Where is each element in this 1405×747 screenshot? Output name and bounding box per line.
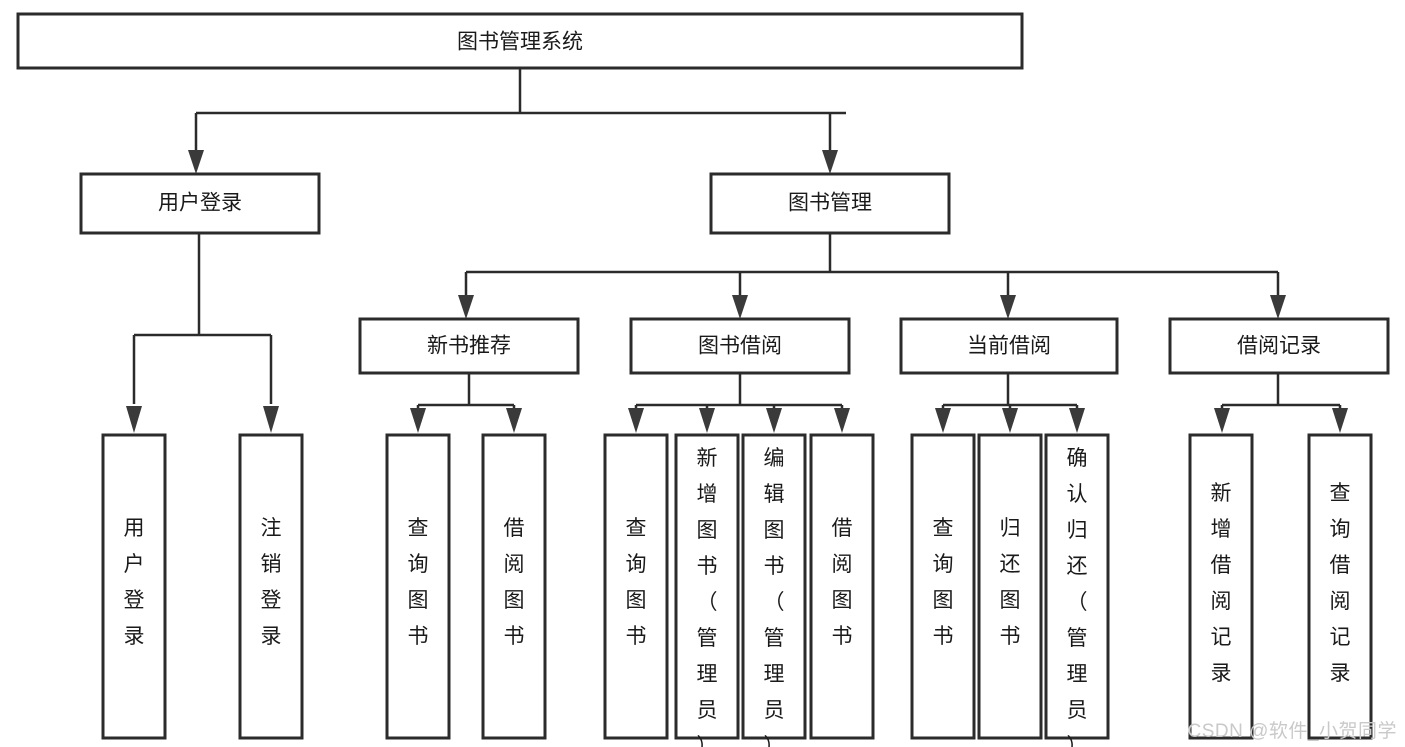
node-root-system[interactable]: 图书管理系统 (16, 12, 1024, 70)
leaf-bookborrow-edit[interactable]: 编辑图书（管理员） (741, 433, 807, 747)
connector-newbook-to-leaves (410, 373, 522, 433)
leaf-newbook-query-label: 查询图书 (408, 517, 429, 648)
node-borrow-record[interactable]: 借阅记录 (1168, 317, 1390, 375)
node-user-login[interactable]: 用户登录 (79, 172, 321, 235)
leaf-bookborrow-query-label: 查询图书 (626, 517, 647, 648)
node-new-book-recommend-label: 新书推荐 (427, 335, 511, 358)
connector-userlogin-to-leaves (126, 233, 279, 433)
node-book-management[interactable]: 图书管理 (709, 172, 951, 235)
leaf-currentborrow-confirm-label: 确认归还（管理员） (1067, 447, 1088, 747)
leaf-currentborrow-return-label: 归还图书 (1000, 517, 1021, 648)
leaf-user-login-signout-label: 注销登录 (261, 517, 282, 648)
node-user-login-label: 用户登录 (158, 192, 242, 215)
leaf-currentborrow-return[interactable]: 归还图书 (977, 433, 1043, 740)
leaf-currentborrow-query[interactable]: 查询图书 (910, 433, 976, 740)
leaf-user-login-signin-label: 用户登录 (124, 517, 145, 648)
node-new-book-recommend[interactable]: 新书推荐 (358, 317, 580, 375)
leaf-user-login-signout[interactable]: 注销登录 (238, 433, 304, 740)
leaf-bookborrow-add-label: 新增图书（管理员） (697, 447, 718, 747)
node-book-management-label: 图书管理 (788, 192, 872, 215)
leaf-bookborrow-borrow[interactable]: 借阅图书 (809, 433, 875, 740)
node-root-label: 图书管理系统 (457, 31, 583, 54)
node-book-borrow-label: 图书借阅 (698, 335, 782, 358)
leaf-borrowrecord-query[interactable]: 查询借阅记录 (1307, 433, 1373, 740)
connector-currentborrow-to-leaves (935, 373, 1085, 433)
leaf-bookborrow-borrow-label: 借阅图书 (832, 517, 853, 648)
leaf-bookborrow-query[interactable]: 查询图书 (603, 433, 669, 740)
node-current-borrow[interactable]: 当前借阅 (899, 317, 1119, 375)
leaf-bookborrow-add[interactable]: 新增图书（管理员） (674, 433, 740, 747)
node-current-borrow-label: 当前借阅 (967, 335, 1051, 358)
node-borrow-record-label: 借阅记录 (1237, 335, 1321, 358)
leaf-newbook-query[interactable]: 查询图书 (385, 433, 451, 740)
connector-borrowrecord-to-leaves (1214, 373, 1348, 433)
connector-bookborrow-to-leaves (628, 373, 850, 433)
leaf-currentborrow-query-label: 查询图书 (933, 517, 954, 648)
leaf-bookborrow-edit-label: 编辑图书（管理员） (764, 447, 785, 747)
leaf-borrowrecord-query-label: 查询借阅记录 (1330, 482, 1351, 685)
connector-bookmgmt-to-level3 (458, 233, 1286, 319)
node-book-borrow[interactable]: 图书借阅 (629, 317, 851, 375)
leaf-borrowrecord-add-label: 新增借阅记录 (1211, 482, 1232, 685)
leaf-currentborrow-confirm[interactable]: 确认归还（管理员） (1044, 433, 1110, 747)
leaf-newbook-borrow-label: 借阅图书 (504, 517, 525, 648)
leaf-borrowrecord-add[interactable]: 新增借阅记录 (1188, 433, 1254, 740)
leaf-user-login-signin[interactable]: 用户登录 (101, 433, 167, 740)
connector-root-to-level2 (188, 68, 846, 174)
leaf-newbook-borrow[interactable]: 借阅图书 (481, 433, 547, 740)
